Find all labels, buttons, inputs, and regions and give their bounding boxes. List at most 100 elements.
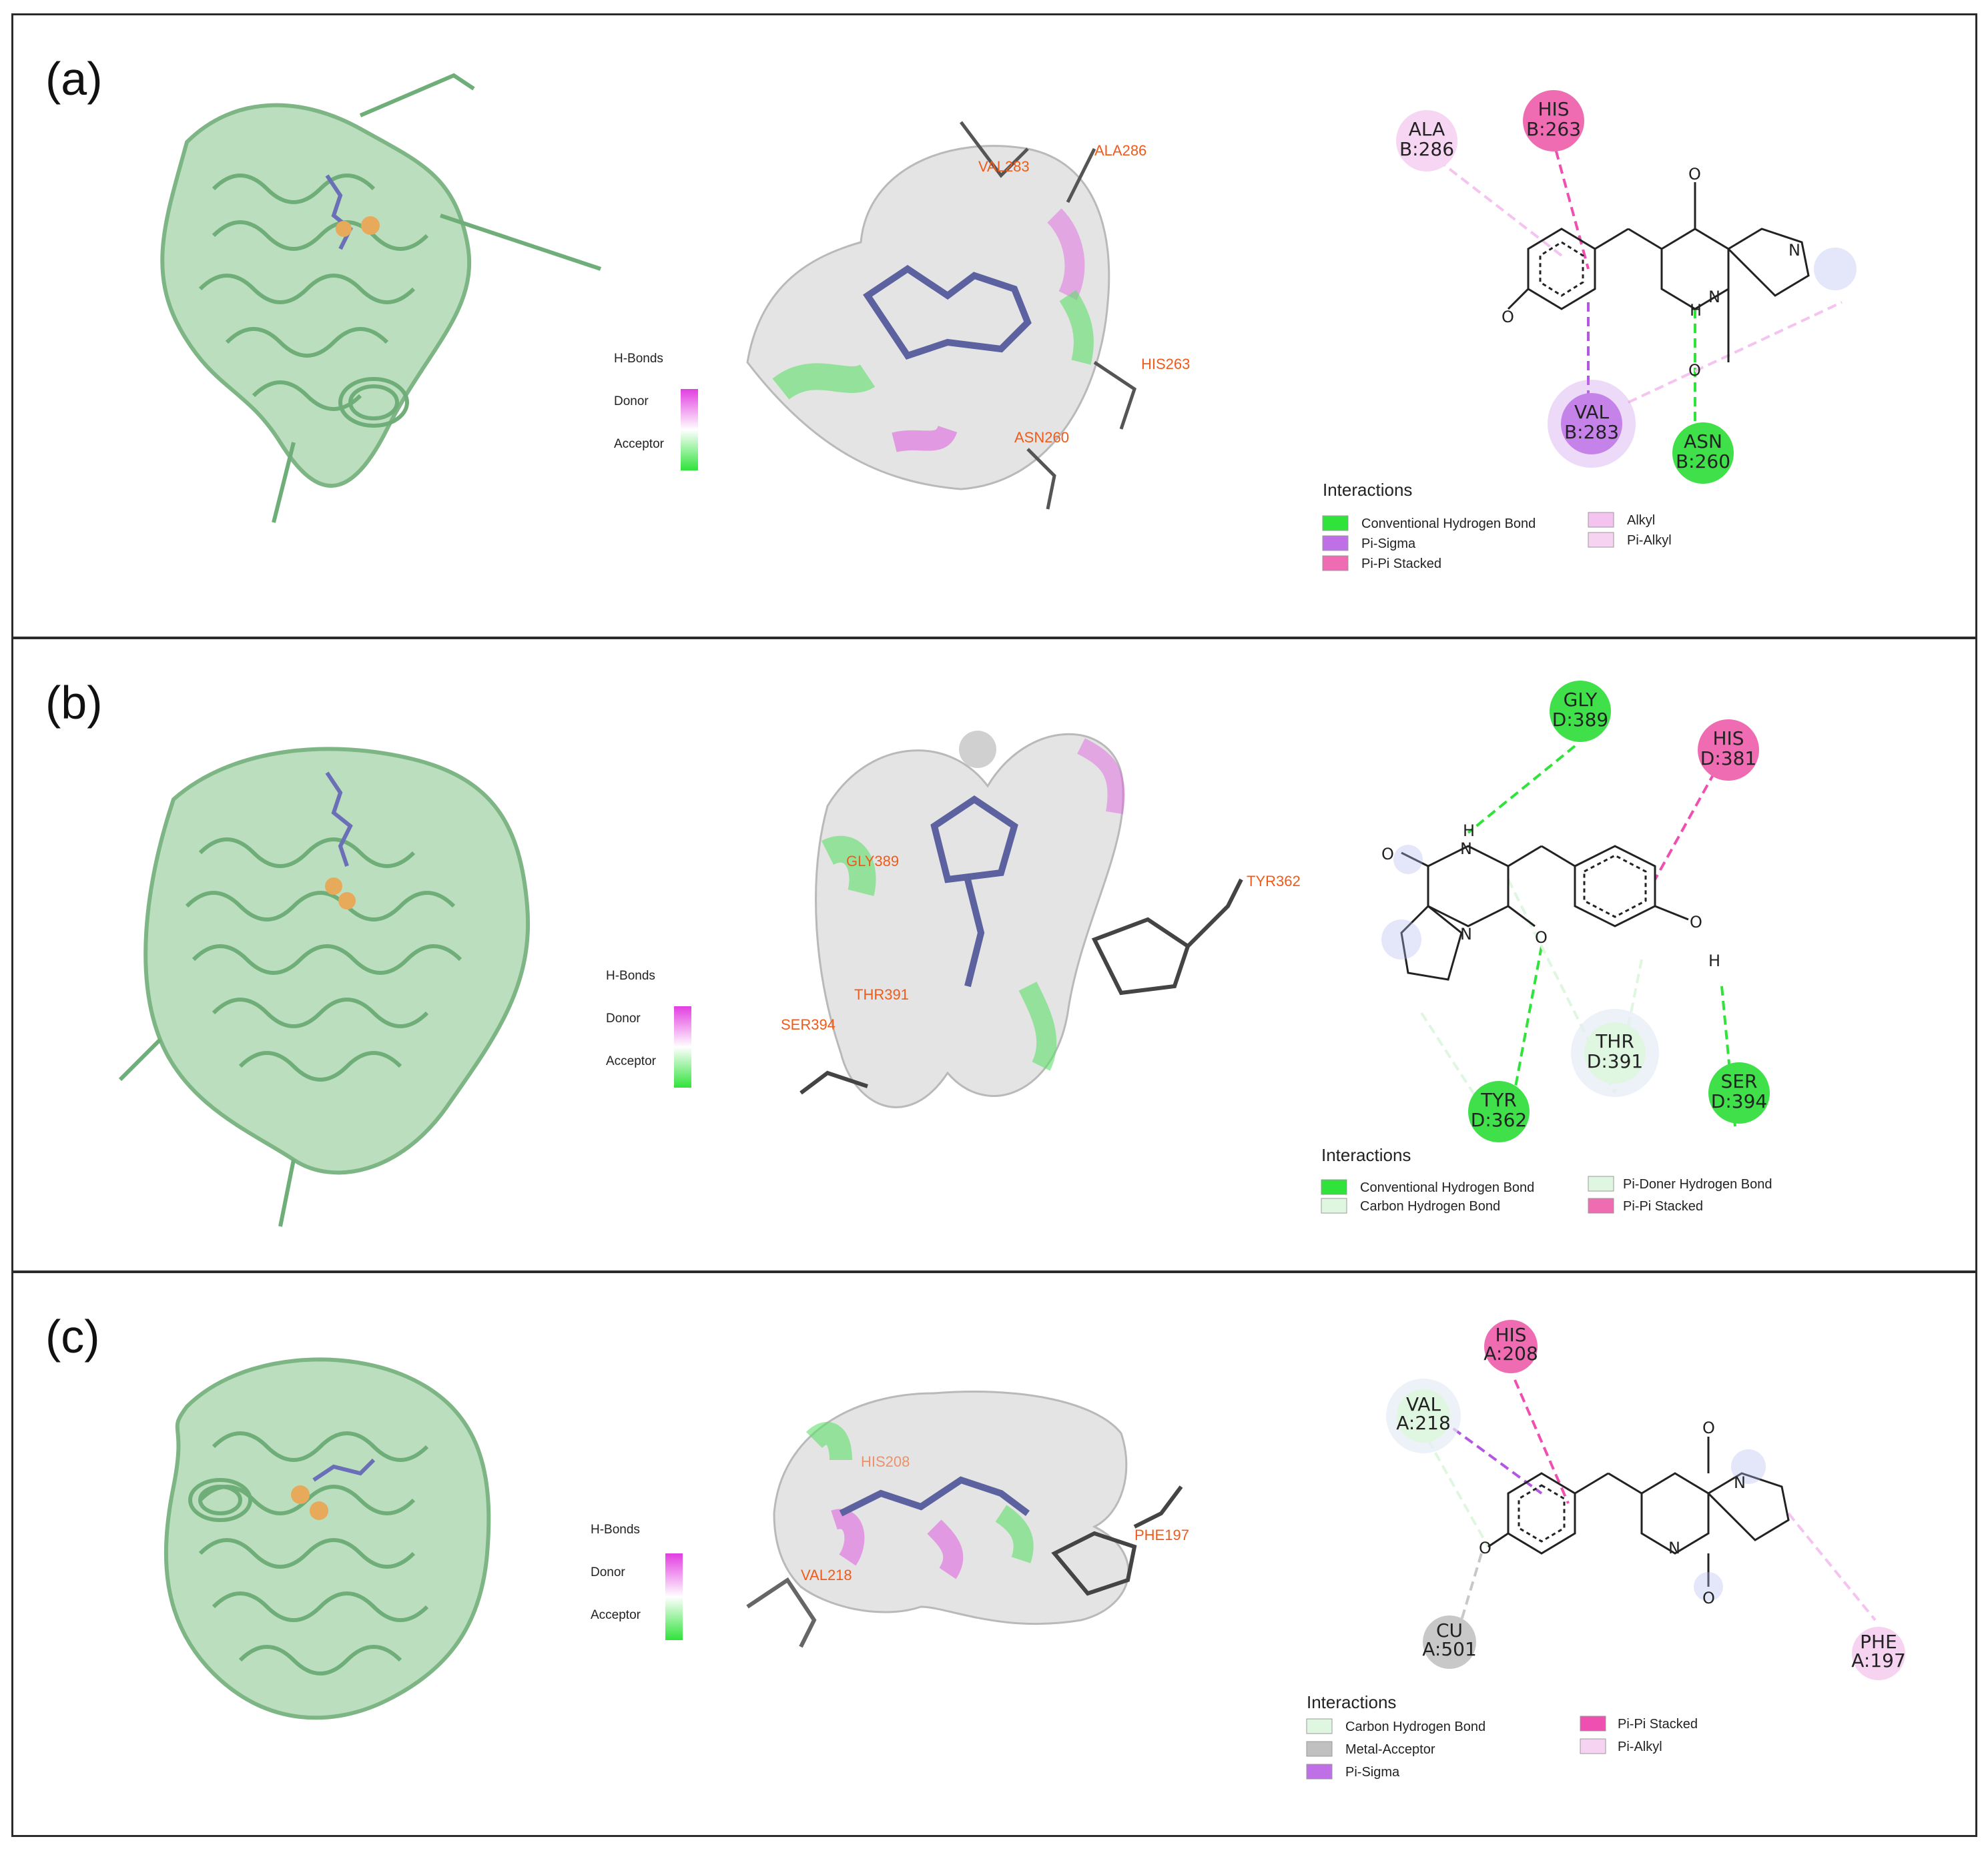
site-label: HIS208 — [861, 1453, 910, 1470]
site-label: TYR362 — [1247, 873, 1301, 889]
svg-text:ASN: ASN — [1684, 430, 1722, 452]
residue-val-b283: VAL B:283 — [1548, 380, 1636, 468]
hbonds-title: H-Bonds — [614, 352, 663, 366]
atom-O: O — [1690, 913, 1702, 932]
svg-text:PHE: PHE — [1860, 1631, 1897, 1653]
legend-item: Conventional Hydrogen Bond — [1321, 1179, 1534, 1195]
atom-H: H — [1708, 952, 1720, 970]
binding-surface — [746, 121, 1136, 510]
copper-atom — [338, 892, 356, 909]
atom-O: O — [1502, 308, 1514, 326]
copper-atom — [336, 221, 352, 237]
svg-text:VAL: VAL — [1574, 401, 1610, 423]
hbonds-title: H-Bonds — [591, 1523, 640, 1537]
hbonds-colorbar — [681, 389, 698, 470]
ligand-highlight — [1814, 248, 1857, 290]
site-label: HIS263 — [1141, 356, 1190, 372]
site-label: THR391 — [854, 986, 909, 1003]
copper-atom — [325, 877, 342, 895]
binding-surface — [746, 1391, 1183, 1648]
hbonds-title: H-Bonds — [606, 969, 655, 983]
ligand-sticks — [312, 1458, 376, 1482]
svg-text:D:394: D:394 — [1711, 1090, 1767, 1112]
residue-thr-d391: THR D:391 — [1571, 1009, 1659, 1097]
copper-atom — [310, 1501, 328, 1520]
site-label: PHE197 — [1134, 1527, 1189, 1543]
ligand-2d — [1400, 845, 1689, 981]
svg-text:A:218: A:218 — [1396, 1412, 1451, 1434]
legend-item: Pi-Sigma — [1322, 535, 1416, 551]
svg-text:B:263: B:263 — [1526, 118, 1581, 140]
legend-item: Pi-Pi Stacked — [1588, 1198, 1703, 1214]
legend-item: Pi-Pi Stacked — [1580, 1716, 1698, 1732]
svg-text:Pi-Pi Stacked: Pi-Pi Stacked — [1623, 1199, 1703, 1214]
legend-item: Pi-Alkyl — [1588, 532, 1672, 548]
atom-N: N — [1668, 1539, 1680, 1557]
panel-b-figure: H-Bonds Donor Acceptor GLY389 TYR362 SER… — [118, 681, 1772, 1227]
svg-text:Alkyl: Alkyl — [1627, 513, 1655, 528]
residue-tyr-d362: TYR D:362 — [1468, 1081, 1530, 1142]
copper-atom — [361, 216, 380, 235]
residue-val-a218: VAL A:218 — [1386, 1379, 1461, 1453]
residue-phe-a197: PHE A:197 — [1851, 1627, 1906, 1680]
protein-ribbon — [118, 747, 531, 1227]
ligand-2d — [1487, 1437, 1790, 1587]
svg-text:Pi-Alkyl: Pi-Alkyl — [1618, 1740, 1662, 1754]
atom-O: O — [1702, 1419, 1715, 1437]
svg-text:D:389: D:389 — [1552, 709, 1608, 731]
panel-label: (a) — [45, 53, 103, 105]
panel-label: (c) — [45, 1311, 100, 1363]
svg-text:TYR: TYR — [1480, 1089, 1517, 1111]
legend-item: Pi-Pi Stacked — [1322, 555, 1441, 571]
svg-text:HIS: HIS — [1495, 1324, 1526, 1346]
svg-text:D:391: D:391 — [1587, 1050, 1643, 1072]
svg-text:Pi-Doner Hydrogen Bond: Pi-Doner Hydrogen Bond — [1623, 1177, 1772, 1192]
legend-item: Carbon Hydrogen Bond — [1321, 1198, 1500, 1214]
legend-title: Interactions — [1321, 1145, 1411, 1165]
svg-text:D:381: D:381 — [1700, 747, 1756, 769]
hbonds-donor: Donor — [614, 394, 649, 408]
site-label: ALA286 — [1094, 142, 1146, 159]
panel-b: (b) H-Bonds Donor Acceptor — [11, 637, 1977, 1272]
site-label: VAL283 — [978, 158, 1030, 175]
atom-N: N — [1460, 839, 1472, 858]
svg-text:B:260: B:260 — [1676, 450, 1730, 472]
ligand-sticks — [325, 771, 353, 867]
ligand-highlight — [1381, 919, 1421, 960]
atom-O: O — [1688, 361, 1701, 380]
atom-O: O — [1479, 1539, 1492, 1557]
svg-text:VAL: VAL — [1406, 1393, 1441, 1415]
site-label: ASN260 — [1014, 429, 1069, 446]
svg-text:ALA: ALA — [1409, 118, 1445, 140]
legend-title: Interactions — [1323, 480, 1412, 500]
hbonds-donor: Donor — [591, 1565, 625, 1579]
residue-ala-b286: ALA B:286 — [1396, 110, 1457, 171]
atom-N: N — [1734, 1473, 1746, 1492]
hbonds-acceptor: Acceptor — [606, 1054, 657, 1068]
svg-text:THR: THR — [1595, 1030, 1634, 1052]
residue-his-a208: HIS A:208 — [1483, 1320, 1538, 1373]
atom-N: N — [1708, 288, 1720, 306]
atom-N: N — [1460, 925, 1472, 944]
residue-his-b263: HIS B:263 — [1523, 90, 1584, 151]
svg-text:Metal-Acceptor: Metal-Acceptor — [1345, 1742, 1435, 1757]
svg-text:B:286: B:286 — [1399, 138, 1454, 160]
ligand-2d — [1507, 182, 1810, 362]
binding-surface — [799, 731, 1243, 1108]
svg-text:Pi-Pi Stacked: Pi-Pi Stacked — [1618, 1717, 1698, 1732]
site-label: SER394 — [781, 1016, 836, 1033]
hbonds-acceptor: Acceptor — [591, 1608, 641, 1622]
atom-N: N — [1788, 241, 1800, 260]
svg-text:Pi-Sigma: Pi-Sigma — [1361, 536, 1416, 551]
interaction-lines — [1413, 121, 1843, 429]
svg-text:Carbon Hydrogen Bond: Carbon Hydrogen Bond — [1360, 1199, 1500, 1214]
svg-text:Pi-Pi Stacked: Pi-Pi Stacked — [1361, 557, 1441, 571]
svg-text:SER: SER — [1721, 1070, 1758, 1092]
svg-text:Pi-Alkyl: Pi-Alkyl — [1627, 533, 1672, 548]
svg-text:B:283: B:283 — [1564, 421, 1619, 443]
residue-gly-d389: GLY D:389 — [1550, 681, 1611, 742]
legend-title: Interactions — [1307, 1692, 1396, 1712]
legend-item: Pi-Sigma — [1306, 1764, 1400, 1780]
atom-O: O — [1702, 1589, 1715, 1607]
atom-O: O — [1688, 165, 1701, 183]
